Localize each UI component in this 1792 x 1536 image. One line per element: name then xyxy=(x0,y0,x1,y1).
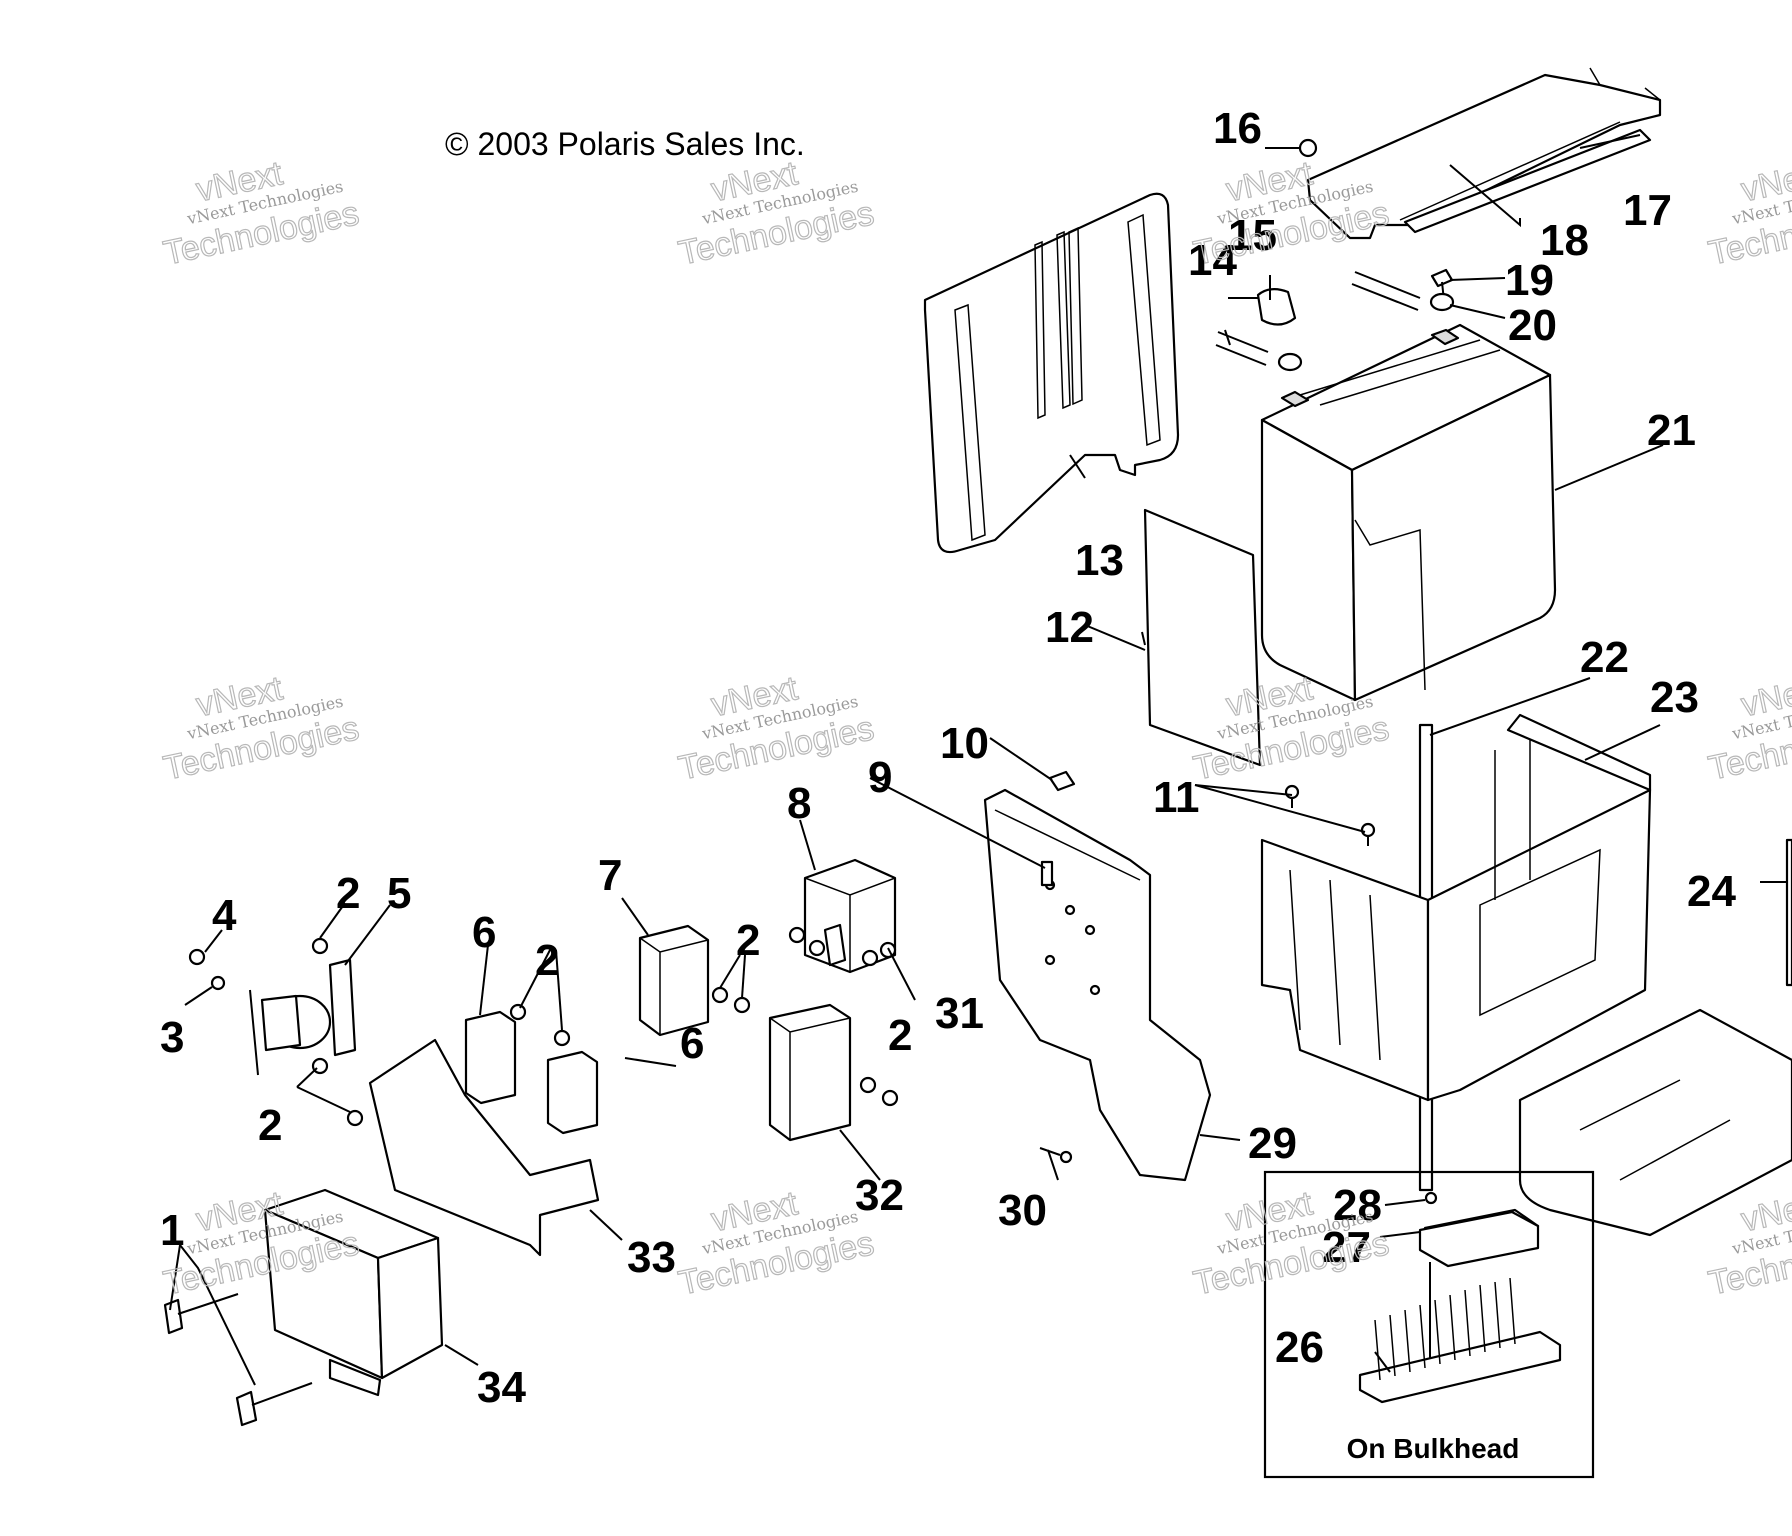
callout-30: 30 xyxy=(998,1186,1047,1235)
part-27-module xyxy=(1418,1210,1540,1268)
part-6-relays xyxy=(464,1010,677,1135)
callout-31: 31 xyxy=(935,989,984,1038)
callout-2: 2 xyxy=(336,869,360,918)
callout-3: 3 xyxy=(160,1013,184,1062)
part-8-fuse-block xyxy=(788,858,897,974)
part-10-clip xyxy=(1048,770,1076,792)
part-5-solenoid xyxy=(249,958,357,1076)
callout-32: 32 xyxy=(855,1171,904,1220)
callout-7: 7 xyxy=(598,851,622,900)
part-11-screws xyxy=(1284,784,1376,846)
copyright-text: © 2003 Polaris Sales Inc. xyxy=(445,126,805,162)
callout-15: 15 xyxy=(1228,211,1277,260)
part-21-battery xyxy=(1260,323,1557,702)
leader-lines xyxy=(169,134,1787,1386)
callout-19: 19 xyxy=(1505,256,1554,305)
callout-20: 20 xyxy=(1508,301,1557,350)
part-base-plate xyxy=(1518,1008,1792,1237)
part-2-nuts xyxy=(311,937,899,1127)
part-29-mounting-plate xyxy=(983,788,1212,1182)
part-23-battery-box xyxy=(1260,713,1652,1102)
part-33-bracket xyxy=(368,1038,600,1257)
callout-6: 6 xyxy=(680,1019,704,1068)
part-9-stud xyxy=(1040,860,1054,887)
callout-21: 21 xyxy=(1647,406,1696,455)
callout-9: 9 xyxy=(868,753,892,802)
callout-2: 2 xyxy=(258,1101,282,1150)
callout-18: 18 xyxy=(1540,216,1589,265)
callout-33: 33 xyxy=(627,1233,676,1282)
callout-2: 2 xyxy=(736,916,760,965)
part-26-heatsink xyxy=(1358,1330,1562,1404)
callout-6: 6 xyxy=(472,908,496,957)
callout-5: 5 xyxy=(387,869,411,918)
inset-caption: On Bulkhead xyxy=(1347,1433,1520,1464)
part-32-module xyxy=(768,1003,852,1142)
callouts: 1 2 2 2 2 2 3 4 5 6 6 7 8 9 10 11 12 13 … xyxy=(160,104,1736,1412)
inset-bulkhead: On Bulkhead xyxy=(1263,1170,1595,1479)
callout-11: 11 xyxy=(1153,773,1200,822)
callout-29: 29 xyxy=(1248,1119,1297,1168)
part-18-bracket xyxy=(1306,67,1662,240)
callout-1: 1 xyxy=(160,1206,184,1255)
callout-28: 28 xyxy=(1333,1181,1382,1230)
part-16-nut xyxy=(1298,138,1318,158)
callout-12: 12 xyxy=(1045,603,1094,652)
callout-4: 4 xyxy=(212,891,237,940)
part-3-washer xyxy=(210,975,226,991)
callout-24: 24 xyxy=(1687,867,1736,916)
callout-10: 10 xyxy=(940,719,989,768)
callout-8: 8 xyxy=(787,779,811,828)
part-15-boot xyxy=(1256,288,1297,326)
part-4-nut xyxy=(188,948,206,966)
callout-16: 16 xyxy=(1213,104,1262,153)
callout-27: 27 xyxy=(1322,1223,1371,1272)
callout-23: 23 xyxy=(1650,673,1699,722)
callout-26: 26 xyxy=(1275,1323,1324,1372)
part-7-module xyxy=(638,924,710,1037)
callout-14: 14 xyxy=(1188,236,1237,285)
callout-2: 2 xyxy=(888,1011,912,1060)
part-24-edge xyxy=(1785,838,1792,987)
part-13-plate xyxy=(923,192,1180,554)
callout-22: 22 xyxy=(1580,633,1629,682)
part-34-ecu xyxy=(263,1188,444,1397)
callout-17: 17 xyxy=(1623,186,1672,235)
callout-2: 2 xyxy=(535,936,559,985)
part-14-cable xyxy=(1215,331,1303,372)
callout-34: 34 xyxy=(477,1363,526,1412)
part-12-pad xyxy=(1143,508,1262,767)
part-1-bolts xyxy=(163,1293,313,1427)
part-30-screw xyxy=(1039,1147,1073,1164)
part-17-strip xyxy=(1403,128,1652,234)
callout-13: 13 xyxy=(1075,536,1124,585)
part-20-cable xyxy=(1351,271,1455,312)
